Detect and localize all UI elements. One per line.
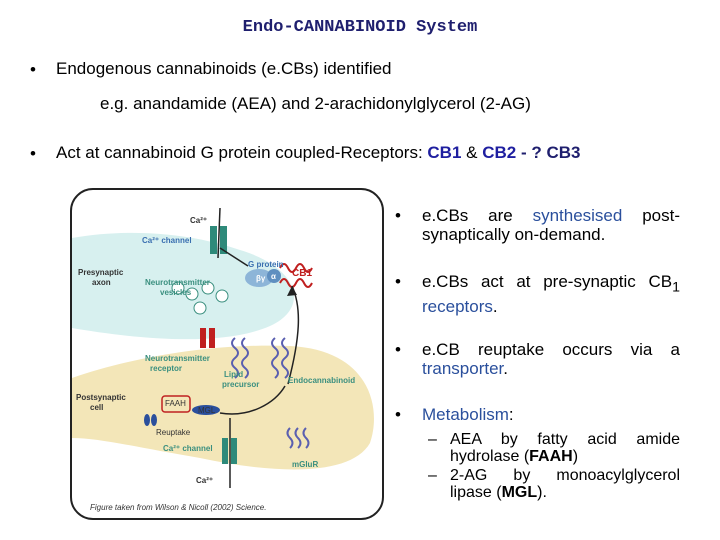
label-ca-channel-bottom: Ca²⁺ channel — [163, 444, 213, 453]
s2-mgl: MGL — [501, 484, 538, 501]
bullet-receptors: Act at cannabinoid G protein coupled-Rec… — [56, 143, 580, 163]
label-lipid: Lipid — [224, 370, 244, 379]
bullet-dot: • — [395, 206, 401, 225]
bullet-ecbs-identified: Endogenous cannabinoids (e.CBs) identifi… — [56, 59, 392, 78]
label-ca-channel-top: Ca²⁺ channel — [142, 236, 192, 245]
cb2-label: CB2 — [482, 143, 517, 162]
label-reuptake: Reuptake — [156, 428, 191, 437]
right-point-action: • e.CBs act at pre-synaptic CB1 receptor… — [395, 272, 680, 316]
p2-end: . — [492, 297, 498, 317]
right-point-metabolism-text: Metabolism: — [422, 405, 680, 424]
label-g-protein: G protein — [248, 260, 284, 269]
s2-text-c: ). — [537, 484, 547, 501]
label-precursor: precursor — [222, 380, 260, 389]
label-mglur: mGluR — [292, 460, 319, 469]
bullet-dot: • — [30, 60, 36, 79]
s2-text-a: 2-AG by monoacylglycerol lipase ( — [450, 467, 680, 501]
bullet-example: e.g. anandamide (AEA) and 2-arachidonylg… — [100, 94, 531, 113]
label-ca-bottom: Ca²⁺ — [196, 476, 214, 485]
dash-marker: – — [428, 467, 437, 484]
right-point-reuptake: • e.CB reuptake occurs via a transporter… — [395, 340, 680, 378]
label-beta-gamma: βγ — [256, 274, 266, 283]
synapse-diagram — [70, 188, 384, 520]
label-alpha: α — [271, 272, 276, 281]
label-ca-top: Ca²⁺ — [190, 216, 208, 225]
label-endocannabinoid: Endocannabinoid — [288, 376, 356, 385]
bullet-dot: • — [395, 340, 401, 359]
p2-highlight: receptors — [422, 297, 493, 317]
label-nt-vesicles-1: Neurotransmitter — [145, 278, 210, 287]
p4-end: : — [508, 405, 514, 424]
p3-text-a: e.CB reuptake occurs via a — [422, 340, 680, 359]
cb1-label: CB1 — [427, 143, 462, 162]
right-point-action-text: e.CBs act at pre-synaptic CB1 receptors. — [422, 272, 680, 316]
receptors-text: Act at cannabinoid G protein coupled-Rec… — [56, 143, 428, 162]
s1-faah: FAAH — [529, 448, 573, 465]
slide-title: Endo-CANNABINOID System — [242, 18, 478, 37]
sub-point-mgl-text: 2-AG by monoacylglycerol lipase (MGL). — [450, 467, 680, 501]
bullet-dot: • — [395, 272, 401, 291]
p1-highlight: synthesised — [532, 206, 623, 225]
s1-text-a: AEA by fatty acid amide hydrolase ( — [450, 431, 680, 465]
dash-marker: – — [428, 431, 437, 448]
label-presynaptic: Presynaptic — [78, 268, 124, 277]
label-nt-receptor-2: receptor — [150, 364, 183, 373]
label-nt-receptor-1: Neurotransmitter — [145, 354, 210, 363]
p3-highlight: transporter — [422, 359, 504, 378]
s1-text-c: ) — [572, 448, 579, 465]
cb3-label: CB3 — [546, 143, 581, 162]
p1-text-a: e.CBs are — [422, 206, 533, 225]
p3-end: . — [503, 359, 508, 378]
label-postsynaptic: Postsynaptic — [76, 393, 126, 402]
amp-text: & — [461, 143, 483, 162]
bullet-dot: • — [30, 144, 36, 163]
label-faah: FAAH — [165, 399, 186, 408]
dash-text: - ? — [516, 143, 547, 162]
right-point-metabolism: • Metabolism: — [395, 405, 680, 424]
p1-text-b: post-synaptically on-demand. — [422, 206, 680, 244]
sub-point-mgl: – 2-AG by monoacylglycerol lipase (MGL). — [428, 467, 680, 501]
label-cb1-receptor: CB1 — [292, 268, 313, 279]
right-point-synthesis-text: e.CBs are synthesised post-synaptically … — [422, 206, 680, 244]
endocannabinoid-figure: Ca²⁺ Ca²⁺ channel G protein βγ α CB1 Pre… — [70, 188, 384, 520]
label-axon: axon — [92, 278, 111, 287]
right-point-synthesis: • e.CBs are synthesised post-synapticall… — [395, 206, 680, 244]
label-mgl: MGL — [198, 406, 216, 415]
label-nt-vesicles-2: vesicles — [160, 288, 192, 297]
p2-text-a: e.CBs act at pre-synaptic CB — [422, 272, 673, 291]
label-cell: cell — [90, 403, 104, 412]
sub-point-faah-text: AEA by fatty acid amide hydrolase (FAAH) — [450, 431, 680, 465]
right-point-reuptake-text: e.CB reuptake occurs via a transporter. — [422, 340, 680, 378]
p2-subscript: 1 — [672, 279, 680, 296]
sub-point-faah: – AEA by fatty acid amide hydrolase (FAA… — [428, 431, 680, 465]
figure-caption: Figure taken from Wilson & Nicoll (2002)… — [90, 503, 267, 512]
p4-highlight: Metabolism — [422, 405, 509, 424]
bullet-dot: • — [395, 405, 401, 424]
